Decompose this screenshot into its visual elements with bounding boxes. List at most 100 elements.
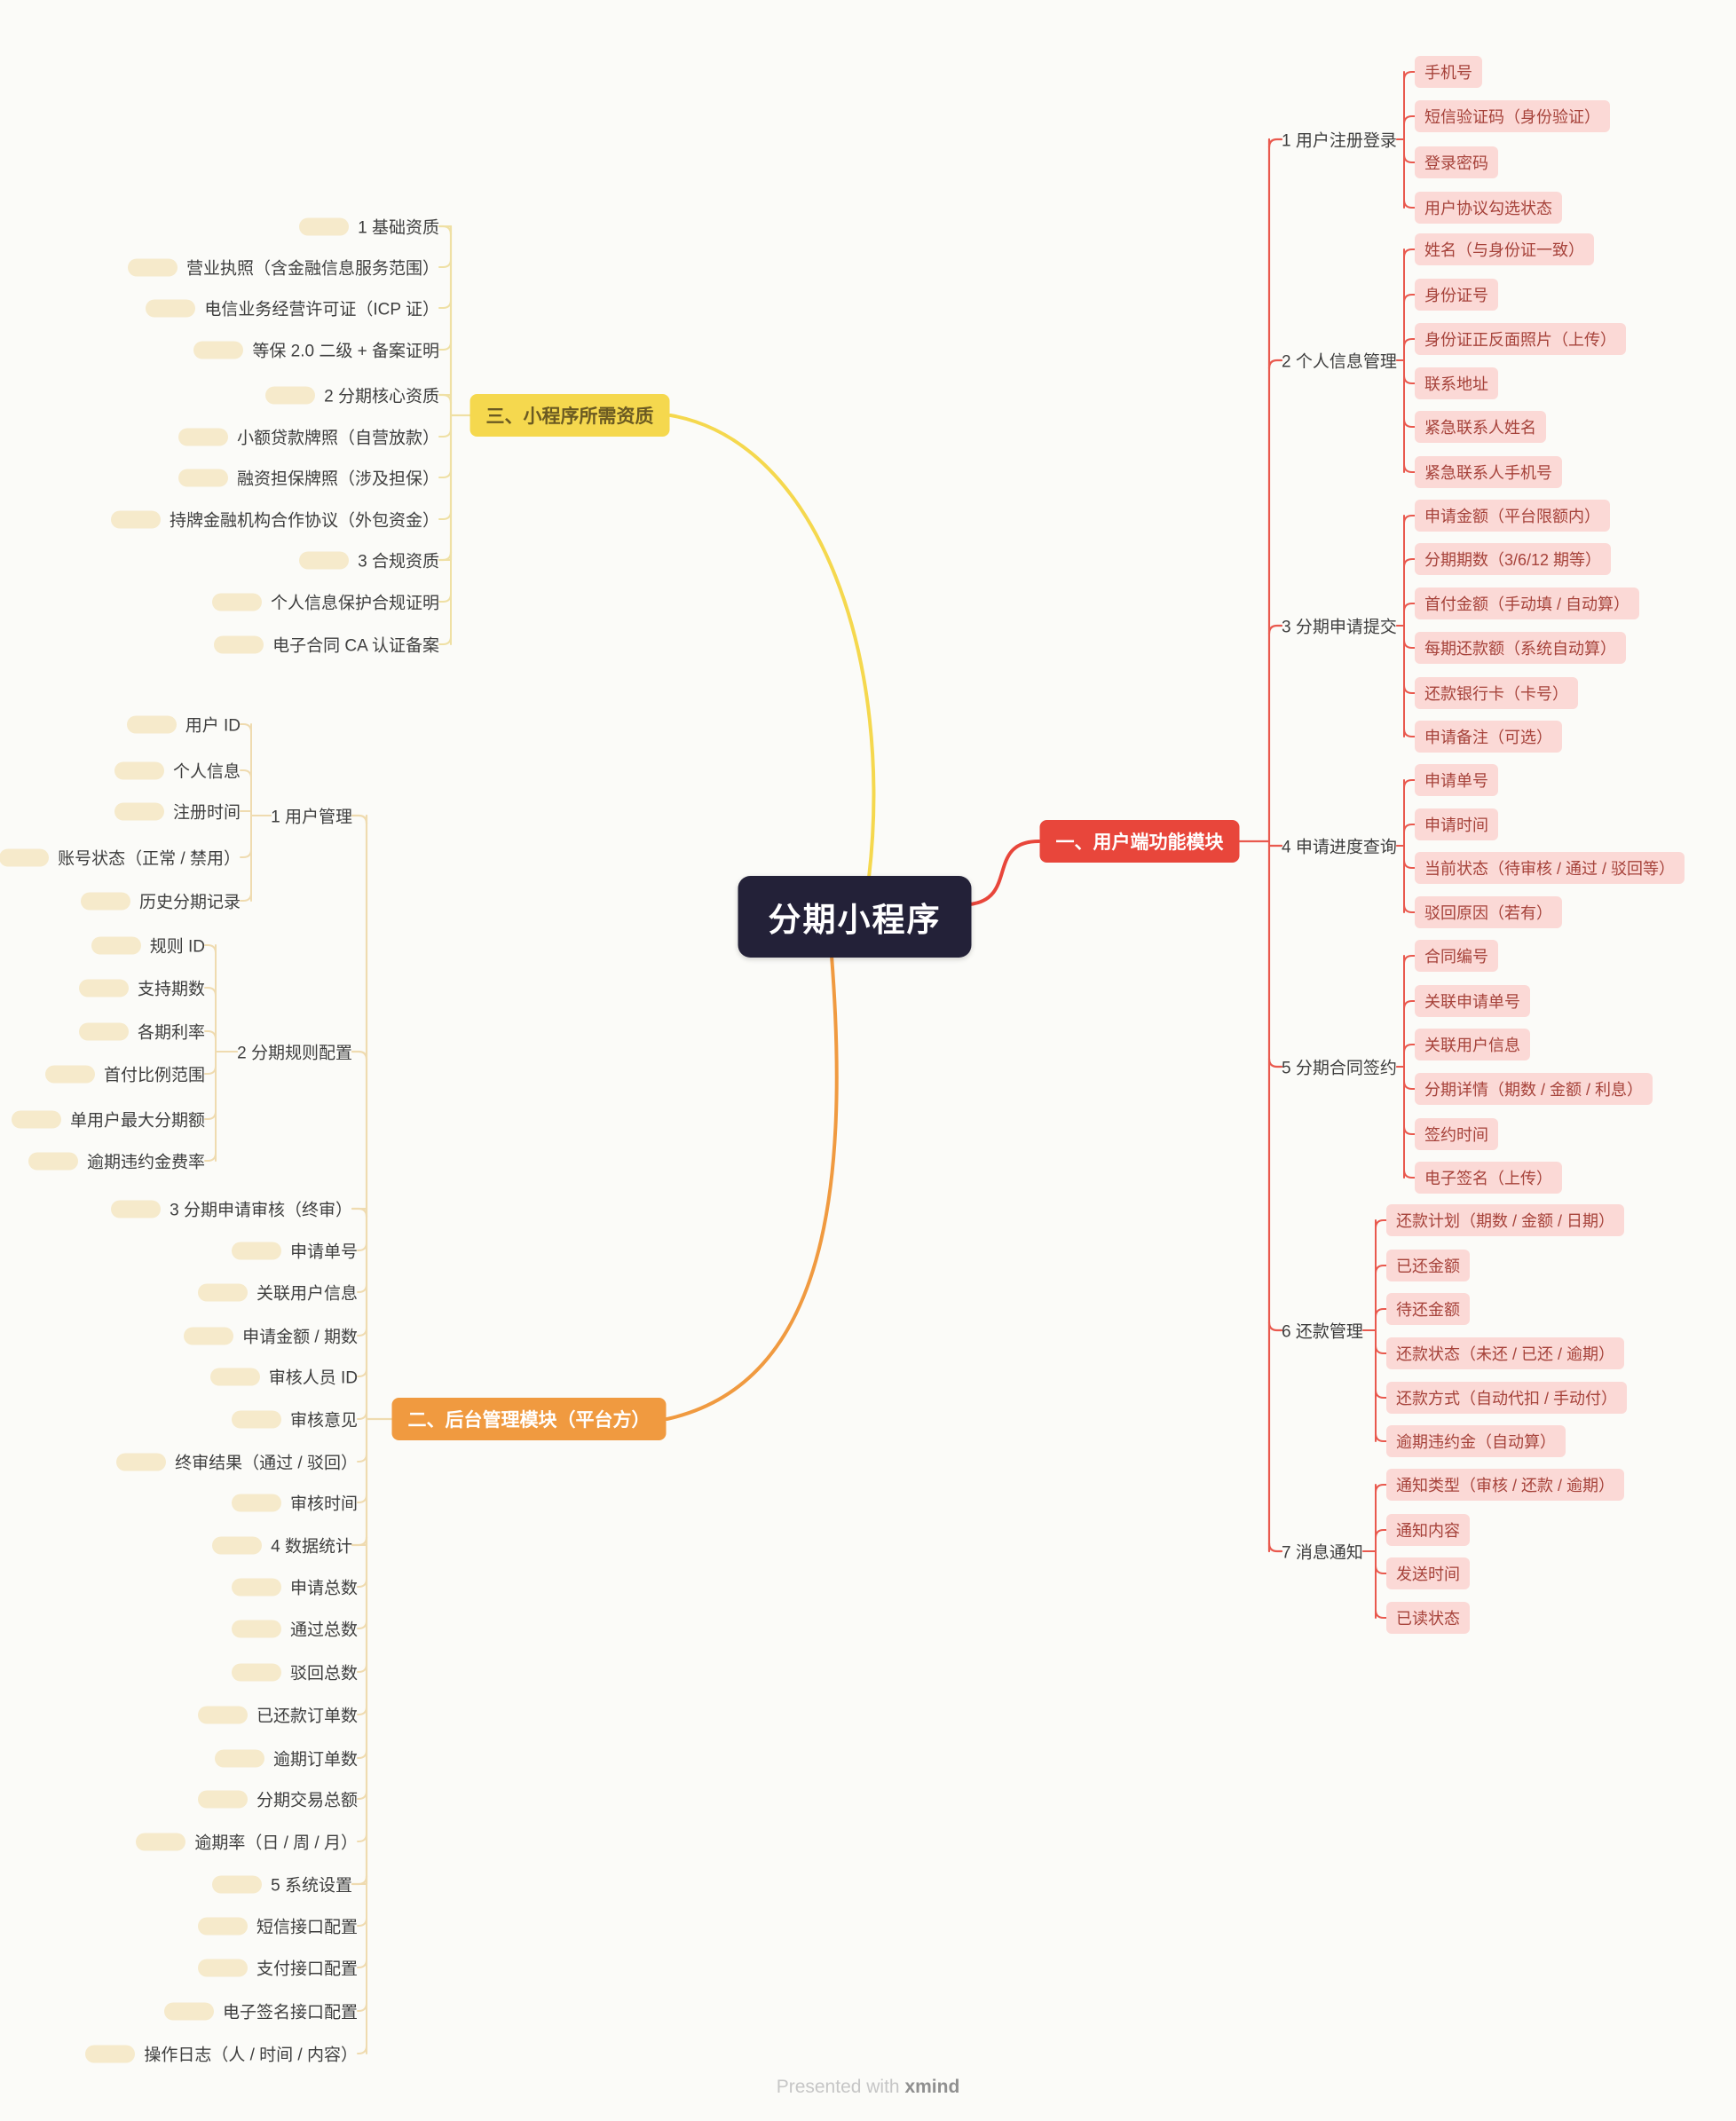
subtopic-backend-module-5-1[interactable]: 短信接口配置 <box>197 1914 358 1938</box>
subtopic-backend-module-4-3[interactable]: 驳回总数 <box>231 1660 358 1684</box>
subtopic-backend-module-4-5[interactable]: 逾期订单数 <box>214 1746 358 1770</box>
section-qualifications-3[interactable]: 3 合规资质 <box>299 548 439 572</box>
connector-line <box>1375 1344 1387 1354</box>
subtopic-backend-module-2-6[interactable]: 逾期违约金费率 <box>28 1149 205 1173</box>
subtopic-backend-module-1-4[interactable]: 账号状态（正常 / 禁用） <box>0 846 241 870</box>
subtopic-user-module-2-3[interactable]: 身份证正反面照片（上传） <box>1415 323 1626 355</box>
branch-topic-backend-module[interactable]: 二、后台管理模块（平台方） <box>391 1398 667 1440</box>
section-user-module-3[interactable]: 3 分期申请提交 <box>1282 618 1397 637</box>
subtopic-user-module-6-6[interactable]: 逾期违约金（自动算） <box>1386 1425 1566 1457</box>
subtopic-qualifications-1-1[interactable]: 营业执照（含金融信息服务范围） <box>127 256 439 280</box>
section-qualifications-2[interactable]: 2 分期核心资质 <box>265 383 439 407</box>
subtopic-user-module-2-2[interactable]: 身份证号 <box>1415 279 1498 311</box>
section-user-module-6[interactable]: 6 还款管理 <box>1282 1322 1363 1342</box>
subtopic-backend-module-3-1[interactable]: 申请单号 <box>231 1239 358 1263</box>
subtopic-user-module-4-2[interactable]: 申请时间 <box>1415 808 1498 840</box>
section-qualifications-1[interactable]: 1 基础资质 <box>299 215 439 239</box>
subtopic-backend-module-2-2[interactable]: 支持期数 <box>78 976 205 1000</box>
subtopic-user-module-2-1[interactable]: 姓名（与身份证一致） <box>1415 233 1594 265</box>
section-backend-module-3[interactable]: 3 分期申请审核（终审） <box>111 1197 352 1221</box>
subtopic-user-module-3-4[interactable]: 每期还款额（系统自动算） <box>1415 632 1626 664</box>
subtopic-user-module-5-2[interactable]: 关联申请单号 <box>1415 985 1530 1017</box>
section-label: 3 分期申请审核（终审） <box>170 1201 352 1220</box>
subtopic-qualifications-1-2[interactable]: 电信业务经营许可证（ICP 证） <box>146 296 439 320</box>
subtopic-user-module-6-3[interactable]: 待还金额 <box>1386 1293 1470 1325</box>
section-backend-module-1[interactable]: 1 用户管理 <box>271 804 352 828</box>
subtopic-qualifications-2-3[interactable]: 持牌金融机构合作协议（外包资金） <box>110 508 439 532</box>
subtopic-user-module-5-6[interactable]: 电子签名（上传） <box>1415 1162 1562 1194</box>
subtopic-backend-module-1-5[interactable]: 历史分期记录 <box>80 889 241 913</box>
subtopic-user-module-1-2[interactable]: 短信验证码（身份验证） <box>1415 100 1610 132</box>
subtopic-backend-module-3-3[interactable]: 申请金额 / 期数 <box>184 1324 358 1348</box>
subtopic-qualifications-2-2[interactable]: 融资担保牌照（涉及担保） <box>178 466 439 490</box>
subtopic-backend-module-3-4[interactable]: 审核人员 ID <box>209 1365 358 1389</box>
subtopic-qualifications-3-1[interactable]: 个人信息保护合规证明 <box>211 590 439 614</box>
subtopic-user-module-7-1[interactable]: 通知类型（审核 / 还款 / 逾期） <box>1386 1469 1625 1501</box>
subtopic-user-module-5-4[interactable]: 分期详情（期数 / 金额 / 利息） <box>1415 1073 1653 1105</box>
subtopic-user-module-7-4[interactable]: 已读状态 <box>1386 1602 1470 1634</box>
section-user-module-1[interactable]: 1 用户注册登录 <box>1282 131 1397 151</box>
subtopic-user-module-3-2[interactable]: 分期期数（3/6/12 期等） <box>1415 543 1612 575</box>
subtopic-qualifications-3-2[interactable]: 电子合同 CA 认证备案 <box>214 633 439 657</box>
subtopic-user-module-4-1[interactable]: 申请单号 <box>1415 764 1498 796</box>
subtopic-backend-module-3-5[interactable]: 审核意见 <box>231 1407 358 1431</box>
section-user-module-5[interactable]: 5 分期合同签约 <box>1282 1059 1397 1078</box>
subtopic-backend-module-1-1[interactable]: 用户 ID <box>126 713 241 737</box>
section-user-module-7[interactable]: 7 消息通知 <box>1282 1543 1363 1563</box>
subtopic-user-module-6-1[interactable]: 还款计划（期数 / 金额 / 日期） <box>1386 1204 1625 1236</box>
subtopic-user-module-3-3[interactable]: 首付金额（手动填 / 自动算） <box>1415 587 1640 619</box>
subtopic-backend-module-3-2[interactable]: 关联用户信息 <box>197 1281 358 1305</box>
subtopic-user-module-3-6[interactable]: 申请备注（可选） <box>1415 721 1562 753</box>
subtopic-backend-module-4-4[interactable]: 已还款订单数 <box>197 1703 358 1727</box>
subtopic-user-module-5-5[interactable]: 签约时间 <box>1415 1118 1498 1150</box>
subtopic-user-module-3-5[interactable]: 还款银行卡（卡号） <box>1415 677 1578 709</box>
subtopic-backend-module-2-3[interactable]: 各期利率 <box>78 1020 205 1044</box>
subtopic-user-module-2-6[interactable]: 紧急联系人手机号 <box>1415 456 1562 488</box>
section-backend-module-5[interactable]: 5 系统设置 <box>212 1873 352 1896</box>
subtopic-backend-module-2-1[interactable]: 规则 ID <box>91 934 205 958</box>
subtopic-user-module-5-3[interactable]: 关联用户信息 <box>1415 1029 1530 1060</box>
subtopic-backend-module-4-2[interactable]: 通过总数 <box>231 1617 358 1641</box>
subtopic-backend-module-5-4[interactable]: 操作日志（人 / 时间 / 内容） <box>85 2042 358 2066</box>
branch-topic-user-module[interactable]: 一、用户端功能模块 <box>1039 820 1240 863</box>
section-user-module-2[interactable]: 2 个人信息管理 <box>1282 352 1397 372</box>
subtopic-user-module-6-4[interactable]: 还款状态（未还 / 已还 / 逾期） <box>1386 1337 1625 1369</box>
subtopic-user-module-7-3[interactable]: 发送时间 <box>1386 1557 1470 1589</box>
subtopic-user-module-5-1[interactable]: 合同编号 <box>1415 940 1498 972</box>
subtopic-user-module-1-3[interactable]: 登录密码 <box>1415 146 1498 178</box>
line-cap-pill <box>197 1790 248 1808</box>
subtopic-backend-module-1-2[interactable]: 个人信息 <box>114 759 241 783</box>
subtopic-user-module-6-5[interactable]: 还款方式（自动代扣 / 手动付） <box>1386 1382 1628 1414</box>
branch-topic-qualifications[interactable]: 三、小程序所需资质 <box>470 394 670 437</box>
subtopic-user-module-1-4[interactable]: 用户协议勾选状态 <box>1415 192 1562 224</box>
subtopic-user-module-2-4[interactable]: 联系地址 <box>1415 367 1498 399</box>
subtopic-backend-module-4-6[interactable]: 分期交易总额 <box>197 1787 358 1811</box>
subtopic-user-module-6-2[interactable]: 已还金额 <box>1386 1250 1470 1281</box>
subtopic-backend-module-4-7[interactable]: 逾期率（日 / 周 / 月） <box>136 1830 358 1854</box>
central-topic[interactable]: 分期小程序 <box>738 876 972 958</box>
subtopic-backend-module-2-5[interactable]: 单用户最大分期额 <box>11 1108 205 1131</box>
section-backend-module-2[interactable]: 2 分期规则配置 <box>237 1040 352 1064</box>
subtopic-backend-module-5-2[interactable]: 支付接口配置 <box>197 1956 358 1980</box>
subtopic-backend-module-3-7[interactable]: 审核时间 <box>231 1491 358 1515</box>
subtopic-user-module-4-4[interactable]: 驳回原因（若有） <box>1415 896 1562 928</box>
subtopic-user-module-2-5[interactable]: 紧急联系人姓名 <box>1415 411 1546 443</box>
subtopic-backend-module-1-3[interactable]: 注册时间 <box>114 800 241 824</box>
connector-line <box>665 954 839 1421</box>
subtopic-user-module-4-3[interactable]: 当前状态（待审核 / 通过 / 驳回等） <box>1415 852 1685 884</box>
subtopic-backend-module-4-1[interactable]: 申请总数 <box>231 1575 358 1599</box>
subtopic-qualifications-1-3[interactable]: 等保 2.0 二级 + 备案证明 <box>193 338 439 362</box>
subtopic-backend-module-2-4[interactable]: 首付比例范围 <box>44 1062 205 1086</box>
subtopic-user-module-7-2[interactable]: 通知内容 <box>1386 1514 1470 1546</box>
connector-line <box>438 428 452 438</box>
subtopic-user-module-3-1[interactable]: 申请金额（平台限额内） <box>1415 500 1610 532</box>
subtopic-label: 电子合同 CA 认证备案 <box>272 636 439 656</box>
section-user-module-4[interactable]: 4 申请进度查询 <box>1282 838 1397 857</box>
connector-line <box>357 1283 367 1293</box>
subtopic-backend-module-5-3[interactable]: 电子签名接口配置 <box>163 1999 358 2023</box>
subtopic-qualifications-2-1[interactable]: 小额贷款牌照（自营放款） <box>178 425 439 449</box>
subtopic-user-module-1-1[interactable]: 手机号 <box>1415 56 1482 88</box>
subtopic-backend-module-3-6[interactable]: 终审结果（通过 / 驳回） <box>116 1450 358 1474</box>
section-backend-module-4[interactable]: 4 数据统计 <box>212 1534 352 1557</box>
